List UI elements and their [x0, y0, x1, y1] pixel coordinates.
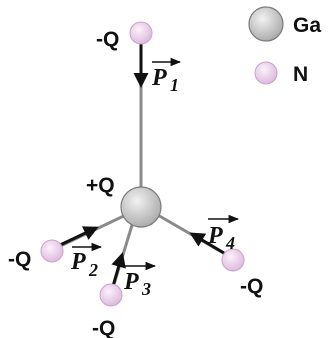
vector-label-p2: P 2	[70, 242, 103, 280]
arrow-p3	[111, 252, 126, 287]
legend-n-label: N	[293, 63, 308, 86]
vector-index-p2: 2	[88, 260, 98, 280]
n-atom-left	[40, 239, 64, 263]
legend-n-swatch	[254, 61, 278, 85]
vector-symbol-p1: P	[151, 65, 167, 91]
vector-symbol-p3: P	[123, 269, 139, 295]
charge-label-center: +Q	[86, 174, 115, 197]
n-atom-right	[221, 248, 245, 272]
arrow-p2	[57, 226, 99, 248]
vector-index-p1: 1	[170, 75, 179, 95]
charge-label-bottom: -Q	[92, 317, 115, 338]
ga-atom-center	[120, 186, 162, 228]
n-atom-bottom	[99, 283, 123, 307]
arrow-p4	[189, 232, 225, 255]
vector-label-p3: P 3	[123, 261, 157, 299]
n-atom-top	[129, 21, 153, 45]
vector-symbol-p4: P	[207, 223, 223, 249]
vector-symbol-p2: P	[70, 249, 86, 275]
vector-index-p3: 3	[141, 279, 151, 299]
charge-label-left: -Q	[8, 248, 31, 271]
vector-index-p4: 4	[225, 233, 235, 253]
legend: Ga N	[248, 6, 321, 86]
charge-label-right: -Q	[240, 275, 263, 298]
vector-label-p4: P 4	[207, 214, 240, 253]
vector-label-p1: P 1	[151, 57, 182, 95]
legend-ga-label: Ga	[293, 14, 321, 37]
legend-ga-swatch	[248, 6, 284, 42]
charge-label-top: -Q	[96, 28, 119, 51]
